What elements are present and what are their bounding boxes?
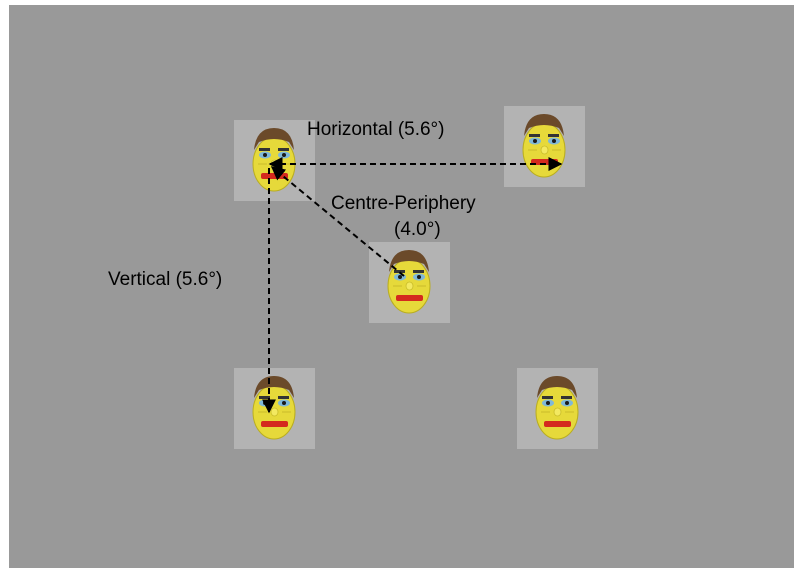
left-eyebrow	[394, 270, 405, 273]
nose	[553, 407, 562, 417]
hair-shape	[524, 114, 564, 136]
face-top-right	[504, 106, 585, 187]
centre-periphery-label-line2: (4.0°)	[394, 219, 441, 240]
right-eyebrow	[413, 270, 424, 273]
left-eyebrow	[259, 148, 270, 151]
mouth	[261, 173, 288, 179]
left-eyebrow	[259, 396, 270, 399]
mouth	[396, 295, 423, 301]
hair-shape	[254, 128, 294, 150]
centre-periphery-label-line1: Centre-Periphery	[331, 193, 476, 214]
cartoon-face-icon	[387, 250, 431, 314]
nose	[540, 145, 549, 155]
cartoon-face-icon	[522, 114, 566, 178]
right-eyebrow	[278, 396, 289, 399]
nose	[270, 159, 279, 169]
nose	[270, 407, 279, 417]
right-eyebrow	[548, 134, 559, 137]
nose	[405, 281, 414, 291]
face-centre	[369, 242, 450, 323]
left-eyebrow	[529, 134, 540, 137]
left-eyebrow	[542, 396, 553, 399]
cartoon-face-icon	[535, 376, 579, 440]
mouth	[531, 159, 558, 165]
mouth	[261, 421, 288, 427]
right-eyebrow	[561, 396, 572, 399]
cartoon-face-icon	[252, 376, 296, 440]
right-eyebrow	[278, 148, 289, 151]
face-top-left	[234, 120, 315, 201]
face-bottom-right	[517, 368, 598, 449]
vertical-label: Vertical (5.6°)	[108, 269, 223, 290]
face-bottom-left	[234, 368, 315, 449]
cartoon-face-icon	[252, 128, 296, 192]
hair-shape	[537, 376, 577, 398]
mouth	[544, 421, 571, 427]
horizontal-label: Horizontal (5.6°)	[307, 119, 445, 140]
hair-shape	[254, 376, 294, 398]
